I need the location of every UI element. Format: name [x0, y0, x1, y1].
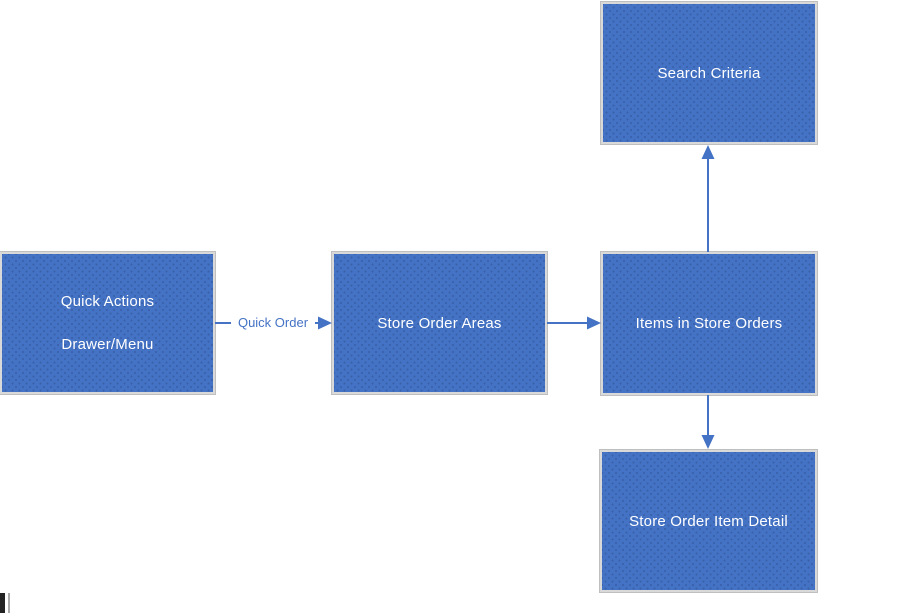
node-quick-actions-label-line1: Quick Actions — [60, 293, 155, 310]
node-search-criteria-label: Search Criteria — [657, 64, 761, 82]
node-items-in-store-orders: Items in Store Orders — [600, 251, 818, 396]
node-search-criteria: Search Criteria — [600, 1, 818, 145]
node-store-order-item-detail-label: Store Order Item Detail — [629, 512, 788, 530]
edge-label-quick-order: Quick Order — [231, 315, 315, 331]
node-items-in-store-orders-label: Items in Store Orders — [635, 315, 783, 332]
arrowhead-down-to-item-detail — [701, 435, 715, 449]
text-cursor-artifact — [0, 593, 5, 613]
arrowhead-up-to-search-criteria — [701, 145, 715, 159]
node-quick-actions-drawer-menu: Quick Actions Drawer/Menu — [0, 251, 216, 395]
node-quick-actions-label-line2: Drawer/Menu — [61, 336, 154, 353]
arrowhead-right-to-items — [587, 316, 601, 330]
node-store-order-item-detail: Store Order Item Detail — [599, 449, 818, 593]
page-edge-line — [8, 593, 10, 613]
node-store-order-areas-label: Store Order Areas — [377, 314, 502, 332]
node-store-order-areas: Store Order Areas — [331, 251, 548, 395]
arrowhead-right-to-store-order-areas — [318, 316, 332, 330]
